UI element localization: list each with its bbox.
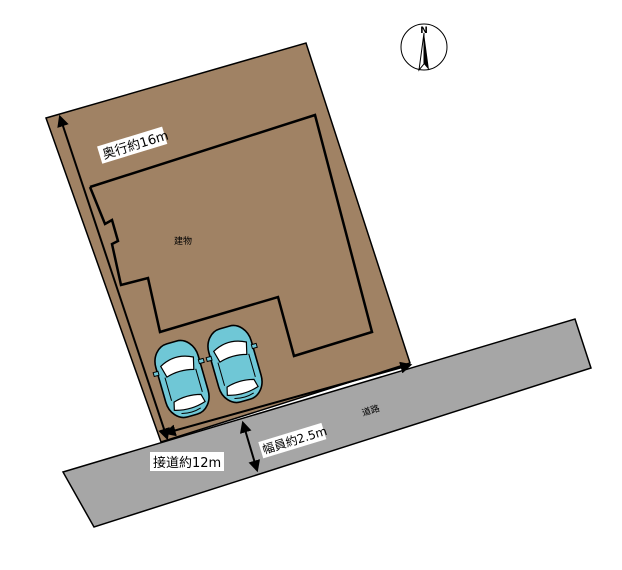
compass-letter: N [420, 26, 428, 36]
depth-arrow [57, 114, 170, 441]
road-width-arrow [239, 420, 261, 473]
frontage-label: 接道約12m [150, 452, 224, 471]
north-arrow-icon: N [400, 23, 448, 72]
frontage-label-text: 接道約12m [153, 455, 221, 471]
frontage-arrow [163, 361, 413, 437]
building-label: 建物 [174, 235, 192, 247]
